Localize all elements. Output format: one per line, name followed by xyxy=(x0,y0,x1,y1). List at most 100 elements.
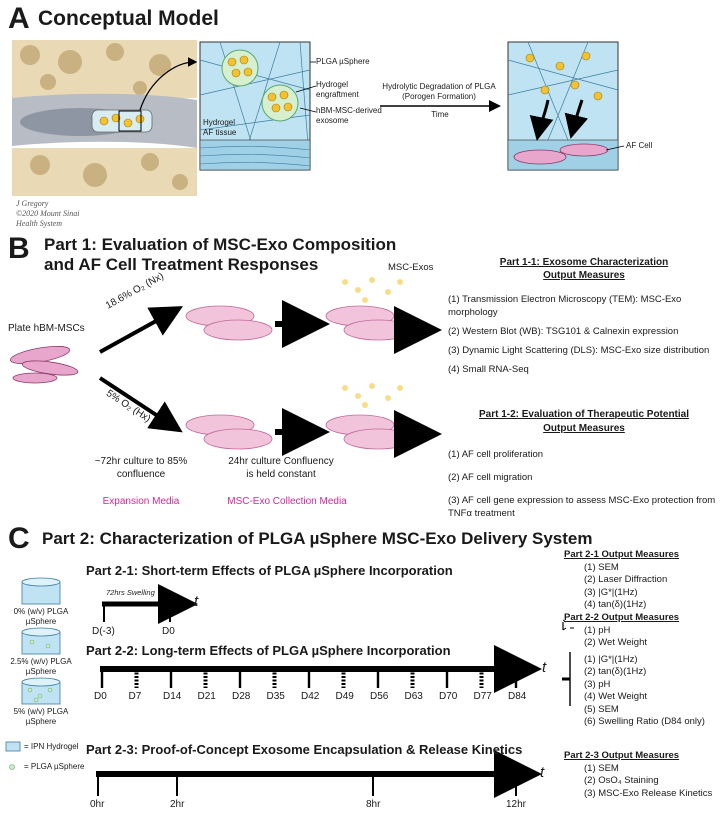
tick-0hr: 0hr xyxy=(90,799,105,810)
legend-hydrogel: = IPN Hydrogel xyxy=(24,742,79,751)
part-1-1-item: (3) Dynamic Light Scattering (DLS): MSC-… xyxy=(448,345,710,356)
section-b-letter: B xyxy=(8,232,30,265)
jar-label-0: 0% (w/v) PLGA µSphere xyxy=(13,607,69,626)
timeline-2-2-tick-label: D84 xyxy=(508,691,527,702)
expansion-media-label: Expansion Media xyxy=(102,496,180,507)
illustration-credit: J Gregory ©2020 Mount Sinai Health Syste… xyxy=(16,199,116,229)
credit-line-3: Health System xyxy=(16,219,62,228)
culture-72-label: ~72hr culture to 85% confluence xyxy=(94,456,188,480)
plate-label: Plate hBM-MSCs xyxy=(8,323,85,334)
cell-clusters xyxy=(10,305,413,450)
tick-12hr: 12hr xyxy=(506,799,527,810)
part-1-2-item: (2) AF cell migration xyxy=(448,472,533,483)
part-2-1-output-item: (2) Laser Diffraction xyxy=(584,574,668,585)
label-hydrogel-engraftment: Hydrogel engraftment xyxy=(316,80,359,99)
credit-line-1: J Gregory xyxy=(16,199,49,208)
jar-label-2-5: 2.5% (w/v) PLGA µSphere xyxy=(10,657,72,676)
part-2-2-output-title: Part 2-2 Output Measures xyxy=(564,612,680,623)
timeline-2-2-tick-label: D28 xyxy=(232,691,251,702)
hydrogel-panel-before xyxy=(199,41,317,171)
part-2-2-output-item: (5) SEM xyxy=(584,703,619,715)
timeline-2-2-tick-label: D63 xyxy=(404,691,423,702)
timeline-2-2-tick-label: D7 xyxy=(128,691,142,702)
part-2-2-title: Part 2-2: Long-term Effects of PLGA µSph… xyxy=(86,643,451,658)
t-axis-2-3: t xyxy=(540,764,545,781)
part-2-3-output-item: (3) MSC-Exo Release Kinetics xyxy=(584,787,713,799)
process-arrows xyxy=(98,300,442,458)
hydrogel-panel-after xyxy=(507,41,625,171)
part-2-3-output: Part 2-3 Output Measures (1) SEM (2) OsO… xyxy=(564,750,722,800)
part-2-1-output-item: (1) SEM xyxy=(584,561,619,573)
timeline-2-1 xyxy=(102,584,198,624)
part-2-3-output-item: (1) SEM xyxy=(584,762,619,774)
label-af-tissue: AF tissue xyxy=(203,128,237,137)
t-axis-2-1: t xyxy=(194,593,199,610)
part-1-1-item: (1) Transmission Electron Microscopy (TE… xyxy=(448,294,682,318)
part-1-1-item: (4) Small RNA-Seq xyxy=(448,364,529,375)
timeline-2-2-tick-label: D56 xyxy=(370,691,389,702)
legend-plga: = PLGA µSphere xyxy=(24,762,85,771)
label-exosome: hBM-MSC-derived exosome xyxy=(316,106,382,125)
tick-d0: D0 xyxy=(162,626,175,637)
part-1-2-subtitle: Output Measures xyxy=(543,423,625,434)
part-2-2-output-item: (4) Wet Weight xyxy=(584,691,648,702)
part-1-2-list: (1) AF cell proliferation (2) AF cell mi… xyxy=(448,448,720,520)
timeline-2-2-tick-label: D70 xyxy=(439,691,458,702)
section-b-title: Part 1: Evaluation of MSC-Exo Compositio… xyxy=(44,235,396,275)
label-plga: PLGA µSphere xyxy=(316,57,370,66)
part-1-1-subtitle: Output Measures xyxy=(543,270,625,281)
section-b-title-line2: and AF Cell Treatment Responses xyxy=(44,255,319,274)
part-2-3-output-title: Part 2-3 Output Measures xyxy=(564,750,680,761)
section-b-title-line1: Part 1: Evaluation of MSC-Exo Compositio… xyxy=(44,235,397,254)
credit-line-2: ©2020 Mount Sinai xyxy=(16,209,80,218)
part-2-2-output-item: (6) Swelling Ratio (D84 only) xyxy=(584,716,705,727)
msc-exos-label: MSC-Exos xyxy=(388,262,434,273)
label-af-cell: AF Cell xyxy=(626,141,653,150)
part-2-3-output-item: (2) OsO₄ Staining xyxy=(584,775,659,786)
part-2-2-output-item: (1) pH xyxy=(584,624,611,636)
part-2-2-output-item: (2) Wet Weight xyxy=(584,637,648,648)
section-c-title: Part 2: Characterization of PLGA µSphere… xyxy=(42,529,593,548)
section-a-title: Conceptual Model xyxy=(38,7,219,30)
part-1-1-title: Part 1-1: Exosome Characterization xyxy=(499,257,669,268)
timeline-2-2-tick-label: D14 xyxy=(163,691,182,702)
part-1-1-item: (2) Western Blot (WB): TSG101 & Calnexin… xyxy=(448,326,679,337)
timeline-2-2-tick-label: D42 xyxy=(301,691,320,702)
part-2-2-output-item: (2) tan(δ)(1Hz) xyxy=(584,666,647,677)
part-1-2-item: (1) AF cell proliferation xyxy=(448,449,544,460)
part-1-1-list: (1) Transmission Electron Microscopy (TE… xyxy=(448,293,720,376)
section-a-letter: A xyxy=(8,2,30,35)
tick-d-3: D(-3) xyxy=(92,626,115,637)
part-2-1-output-item: (4) tan(δ)(1Hz) xyxy=(584,599,647,610)
timeline-2-2-ticks xyxy=(100,669,518,688)
collection-media-label: MSC-Exo Collection Media xyxy=(227,496,347,507)
label-degradation: Hydrolytic Degradation of PLGA (Porogen … xyxy=(382,82,496,101)
output-brackets xyxy=(562,619,574,706)
jar-label-5: 5% (w/v) PLGA µSphere xyxy=(13,707,69,726)
hydrogel-jars xyxy=(5,577,61,770)
part-2-1-title: Part 2-1: Short-term Effects of PLGA µSp… xyxy=(86,563,453,578)
part-2-2-output-item: (1) |G*|(1Hz) xyxy=(584,653,638,665)
timeline-2-2-tick-label: D77 xyxy=(473,691,492,702)
part-2-1-output-title: Part 2-1 Output Measures xyxy=(564,549,680,560)
part-1-1-header: Part 1-1: Exosome Characterization Outpu… xyxy=(446,256,722,282)
part-1-2-title: Part 1-2: Evaluation of Therapeutic Pote… xyxy=(478,409,690,420)
spine-illustration xyxy=(12,40,198,196)
section-c-letter: C xyxy=(8,522,30,555)
label-time: Time xyxy=(431,110,449,119)
timeline-2-2-tick-label: D35 xyxy=(266,691,285,702)
label-hydrogel: Hydrogel xyxy=(203,118,236,127)
part-2-1-output-item: (3) |G*|(1Hz) xyxy=(584,586,638,598)
tick-2hr: 2hr xyxy=(170,799,185,810)
culture-24-label: 24hr culture Confluency is held constant xyxy=(228,456,334,480)
part-2-2-output-item: (3) pH xyxy=(584,678,611,690)
part-2-1-output: Part 2-1 Output Measures (1) SEM (2) Las… xyxy=(564,549,722,612)
timeline-2-3 xyxy=(96,750,542,798)
timeline-2-2-tick-label: D21 xyxy=(197,691,216,702)
timeline-2-2-tick-label: D0 xyxy=(94,691,107,702)
t-axis-2-2: t xyxy=(542,659,547,676)
swelling-label: 72hrs Swelling xyxy=(106,588,155,597)
exosome-dots xyxy=(342,277,403,408)
tick-8hr: 8hr xyxy=(366,799,381,810)
